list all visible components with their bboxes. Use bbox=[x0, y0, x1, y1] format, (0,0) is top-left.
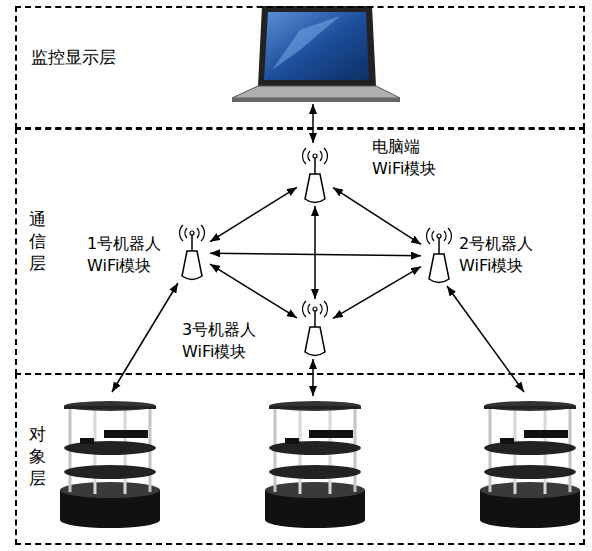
wifi-module: 电脑端 WiFi模块 bbox=[297, 146, 333, 206]
link-arrow bbox=[210, 187, 297, 241]
link-arrow bbox=[333, 188, 421, 245]
wifi-antenna-symbol bbox=[297, 299, 333, 359]
module-label: 1号机器人 WiFi模块 bbox=[87, 233, 165, 276]
robot-illustration bbox=[265, 401, 365, 528]
link-arrow bbox=[314, 206, 316, 299]
wifi-module: 2号机器人 WiFi模块 bbox=[421, 226, 457, 286]
link-arrow bbox=[447, 286, 524, 392]
link-arrow bbox=[333, 267, 421, 319]
link-arrow bbox=[312, 104, 314, 143]
link-arrow bbox=[210, 264, 297, 318]
layer-label: 对象层 bbox=[29, 423, 49, 489]
link-arrow bbox=[312, 359, 314, 396]
link-arrow bbox=[210, 253, 421, 256]
module-label: 电脑端 WiFi模块 bbox=[372, 136, 450, 179]
robot-illustration bbox=[60, 401, 160, 528]
laptop-illustration bbox=[232, 6, 400, 102]
wifi-module: 3号机器人 WiFi模块 bbox=[297, 299, 333, 359]
wifi-module: 1号机器人 WiFi模块 bbox=[174, 223, 210, 283]
module-label: 3号机器人 WiFi模块 bbox=[182, 319, 260, 362]
link-arrow bbox=[112, 283, 178, 392]
wifi-antenna-symbol bbox=[297, 146, 333, 206]
layer-band: 对象层 bbox=[15, 373, 585, 545]
layer-band: 监控显示层 bbox=[15, 6, 585, 129]
layer-label: 监控显示层 bbox=[31, 46, 151, 68]
wifi-antenna-symbol bbox=[421, 226, 457, 286]
module-label: 2号机器人 WiFi模块 bbox=[459, 233, 537, 276]
layer-label: 通信层 bbox=[29, 208, 49, 274]
robot-illustration bbox=[480, 401, 580, 528]
wifi-antenna-symbol bbox=[174, 223, 210, 283]
layer-band: 通信层 电脑端 WiFi模块 1号机器人 WiFi模块 2号机器人 WiFi模块 3号机… bbox=[15, 128, 585, 375]
